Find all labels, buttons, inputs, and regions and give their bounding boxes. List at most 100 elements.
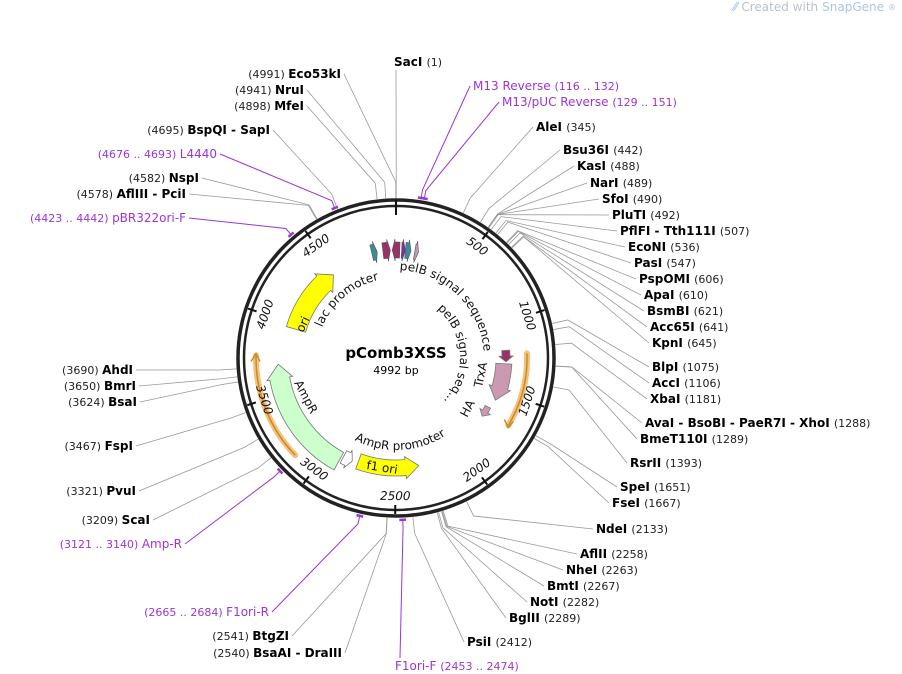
site-label-noti[interactable]: NotI (2282) (530, 595, 599, 609)
site-label-blpi[interactable]: BlpI (1075) (652, 360, 719, 374)
label-name: Bsu36I (563, 143, 613, 157)
site-label-alei[interactable]: AleI (345) (536, 120, 596, 134)
feature-small-segment[interactable] (400, 239, 406, 262)
feature-label-trxa[interactable]: TrxA (471, 360, 490, 390)
site-label-eco53ki[interactable]: (4991) Eco53kI (248, 67, 341, 81)
feature-small-segment[interactable] (413, 240, 419, 263)
site-leader-line (291, 517, 388, 637)
site-leader-line (555, 365, 638, 440)
label-position: (1651) (654, 481, 691, 494)
feature-small-segment[interactable] (381, 239, 391, 262)
feature-ampr[interactable] (266, 363, 345, 471)
site-label-bsmbi[interactable]: BsmBI (621) (647, 304, 723, 318)
site-label-nari[interactable]: NarI (489) (590, 176, 652, 190)
site-leader-line (534, 438, 610, 504)
site-label-psii[interactable]: PsiI (2412) (467, 635, 532, 649)
feature-f1-ori[interactable] (355, 453, 420, 480)
site-label-spei[interactable]: SpeI (1651) (620, 480, 691, 494)
site-label-scai[interactable]: (3209) ScaI (82, 513, 150, 527)
site-label-pspomi[interactable]: PspOMI (606) (639, 272, 724, 286)
feature-small-segment[interactable] (391, 238, 401, 262)
primer-label-pbr322ori-f[interactable]: (4423 .. 4442) pBR322ori-F (30, 211, 186, 225)
site-label-saci[interactable]: SacI (1) (394, 55, 442, 69)
label-position: (2412) (495, 636, 532, 649)
feature-trxa[interactable] (488, 362, 513, 401)
feature-label-ampr-promoter[interactable]: AmpR promoter (353, 426, 447, 453)
feature-ampr-promoter[interactable] (339, 449, 353, 469)
feature-small-segment[interactable] (404, 239, 412, 262)
primer-label-f1ori-r[interactable]: (2665 .. 2684) F1ori-R (144, 605, 269, 619)
leader-lines (135, 69, 650, 659)
feature-label-ori[interactable]: ori (293, 314, 312, 334)
site-label-ndei[interactable]: NdeI (2133) (596, 522, 668, 536)
site-label-econi[interactable]: EcoNI (536) (628, 240, 700, 254)
site-label-pluti[interactable]: PluTI (492) (612, 208, 680, 222)
label-name: MfeI (274, 99, 304, 113)
site-label-pflfi-tth111i[interactable]: PflFI - Tth111I (507) (620, 224, 749, 238)
site-label-nhei[interactable]: NheI (2263) (566, 563, 638, 577)
site-label-bmri[interactable]: (3650) BmrI (64, 379, 136, 393)
feature-ori[interactable] (285, 273, 334, 333)
label-position: (489) (623, 177, 653, 190)
site-label-fsei[interactable]: FseI (1667) (612, 496, 681, 510)
label-name: BglII (509, 611, 544, 625)
site-label-acc65i[interactable]: Acc65I (641) (650, 320, 728, 334)
site-leader-line (511, 235, 648, 328)
label-position: (4423 .. 4442) (30, 212, 112, 225)
site-label-nrui[interactable]: (4941) NruI (235, 83, 304, 97)
primer-binding-mark[interactable] (420, 196, 428, 201)
primer-label-m13-reverse[interactable]: M13 Reverse (116 .. 132) (473, 79, 619, 93)
label-name: NruI (275, 83, 304, 97)
site-label-btgzi[interactable]: (2541) BtgZI (212, 629, 289, 643)
site-label-pasi[interactable]: PasI (547) (634, 256, 696, 270)
primer-label-f1ori-f[interactable]: F1ori-F (2453 .. 2474) (395, 659, 519, 673)
site-label-nspi[interactable]: (4582) NspI (129, 171, 199, 185)
site-label-pvui[interactable]: (3321) PvuI (66, 484, 136, 498)
site-label-bmet110i[interactable]: BmeT110I (1289) (640, 432, 748, 446)
label-name: AccI (652, 376, 684, 390)
primer-label-l4440[interactable]: (4676 .. 4693) L4440 (98, 147, 217, 161)
ruler-tick-label: 1500 (516, 384, 539, 418)
primer-label-m13-puc-reverse[interactable]: M13/pUC Reverse (129 .. 151) (502, 95, 677, 109)
site-label-bsaai-draiii[interactable]: (2540) BsaAI - DraIII (213, 646, 342, 660)
site-label-ahdi[interactable]: (3690) AhdI (62, 363, 133, 377)
primer-binding-mark[interactable] (287, 231, 295, 238)
label-name: NarI (590, 176, 623, 190)
site-label-bglii[interactable]: BglII (2289) (509, 611, 581, 625)
primer-binding-mark[interactable] (331, 205, 339, 211)
site-label-aflii[interactable]: AflII (2258) (580, 547, 648, 561)
feature-label-ha[interactable]: HA (457, 397, 478, 419)
site-label-sfoi[interactable]: SfoI (490) (602, 192, 662, 206)
site-label-mfei[interactable]: (4898) MfeI (234, 99, 304, 113)
site-label-bsu36i[interactable]: Bsu36I (442) (563, 143, 643, 157)
site-label-bspqi-sapi[interactable]: (4695) BspQI - SapI (147, 123, 270, 137)
site-label-afliii-pcii[interactable]: (4578) AflIII - PciI (77, 187, 186, 201)
site-leader-line (511, 236, 650, 344)
label-position: (2263) (601, 564, 638, 577)
site-label-kasi[interactable]: KasI (488) (577, 159, 640, 173)
primer-binding-mark[interactable] (276, 467, 284, 475)
site-label-rsrii[interactable]: RsrII (1393) (630, 456, 702, 470)
site-label-kpni[interactable]: KpnI (645) (652, 336, 717, 350)
primer-label-amp-r[interactable]: (3121 .. 3140) Amp-R (60, 537, 182, 551)
site-label-bmti[interactable]: BmtI (2267) (547, 579, 620, 593)
site-label-apai[interactable]: ApaI (610) (644, 288, 708, 302)
feature-pelb-signal-sequence[interactable] (497, 349, 515, 363)
label-position: (621) (694, 305, 724, 318)
feature-small-segment[interactable] (369, 241, 378, 264)
label-position: (1393) (665, 457, 702, 470)
site-label-acci[interactable]: AccI (1106) (652, 376, 721, 390)
ruler-tick-label: 1000 (516, 299, 539, 333)
site-label-xbai[interactable]: XbaI (1181) (650, 392, 721, 406)
label-name: SpeI (620, 480, 654, 494)
site-label-avai-bsobi-paer7i-xhoi[interactable]: AvaI - BsoBI - PaeR7I - XhoI (1288) (645, 416, 870, 430)
label-name: PasI (634, 256, 666, 270)
primer-binding-mark[interactable] (356, 513, 364, 518)
site-label-bsai[interactable]: (3624) BsaI (68, 395, 137, 409)
site-leader-line (553, 386, 628, 464)
feature-label-f1-ori[interactable]: f1 ori (366, 458, 399, 477)
site-label-fspi[interactable]: (3467) FspI (65, 439, 133, 453)
feature-ha[interactable] (479, 404, 492, 417)
label-position: (492) (650, 209, 680, 222)
